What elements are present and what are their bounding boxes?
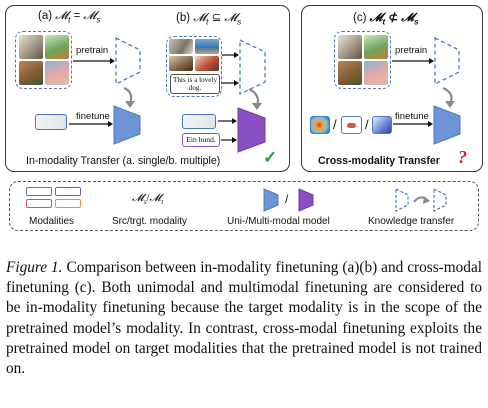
modality-swatch-blue <box>26 187 52 196</box>
legend-modalities: Modalities <box>29 216 75 227</box>
heatmap-input <box>310 116 330 134</box>
bird-photo <box>45 35 69 59</box>
modality-swatch-purple <box>55 187 81 196</box>
image-dataset-group-c <box>334 31 391 89</box>
deer-photo-c <box>338 61 362 85</box>
flamingo-photo-c <box>364 61 388 85</box>
kitten-photo <box>169 39 193 54</box>
target-text-content: Ein hund. <box>186 135 216 144</box>
bird-photo-c <box>364 35 388 59</box>
slash-2: / <box>365 117 369 132</box>
legend-knowledge: Knowledge transfer <box>368 216 455 227</box>
dog-photo-c <box>338 35 362 59</box>
bird-photo-2 <box>195 56 219 71</box>
puppy-photo <box>169 56 193 71</box>
finetune-label-a: finetune <box>76 111 110 122</box>
caption-text: Comparison between in-modality finetunin… <box>6 259 482 378</box>
target-image-input-b <box>182 114 216 129</box>
finetune-label-c: finetune <box>395 111 429 122</box>
ocean-photo <box>195 39 219 54</box>
deer-photo <box>19 61 43 85</box>
cross-modality-footer: Cross-modality Transfer <box>318 155 440 167</box>
target-text-input-b: Ein hund. <box>182 133 220 147</box>
sequence-glyph <box>347 123 356 128</box>
image-text-dataset-group <box>166 36 222 97</box>
image-dataset-group <box>15 31 72 89</box>
sequence-input <box>341 116 362 134</box>
question-mark-icon: ? <box>458 147 467 167</box>
subfig-b-title: (b) 𝓜t ⊆ 𝓜s <box>176 12 242 27</box>
text-card-content: This is a lovely dog. <box>172 76 218 93</box>
pretrain-label-a: pretrain <box>76 45 109 56</box>
check-mark-icon: ✓ <box>263 148 278 167</box>
pretrain-label-c: pretrain <box>395 45 428 56</box>
target-image-input-a <box>35 114 67 130</box>
figure-label: Figure 1. <box>6 259 63 276</box>
cross-modality-panel <box>301 5 483 172</box>
legend-src-trgt: Src/trgt. modality <box>112 216 188 227</box>
legend-box <box>9 181 479 231</box>
legend-model-slash: / <box>285 192 289 206</box>
slash-1: / <box>333 117 337 132</box>
modality-swatch-red <box>26 199 52 208</box>
flamingo-photo <box>45 61 69 85</box>
subfig-c-title: (c) 𝓜t ⊄ 𝓜s <box>353 12 419 27</box>
subfig-a-title: (a) 𝓜t = 𝓜s <box>38 10 101 25</box>
text-card: This is a lovely dog. <box>170 74 220 94</box>
legend-uni-multi: Uni-/Multi-modal model <box>227 216 330 227</box>
dog-photo <box>19 35 43 59</box>
gradient-input <box>372 116 392 134</box>
legend-src-trgt-symbol: 𝓜s/𝓜t <box>132 193 164 207</box>
in-modality-footer: In-modality Transfer (a. single/b. multi… <box>26 155 221 167</box>
modality-swatch-orange <box>55 199 81 208</box>
figure-caption: Figure 1. Comparison between in-modality… <box>6 258 482 379</box>
